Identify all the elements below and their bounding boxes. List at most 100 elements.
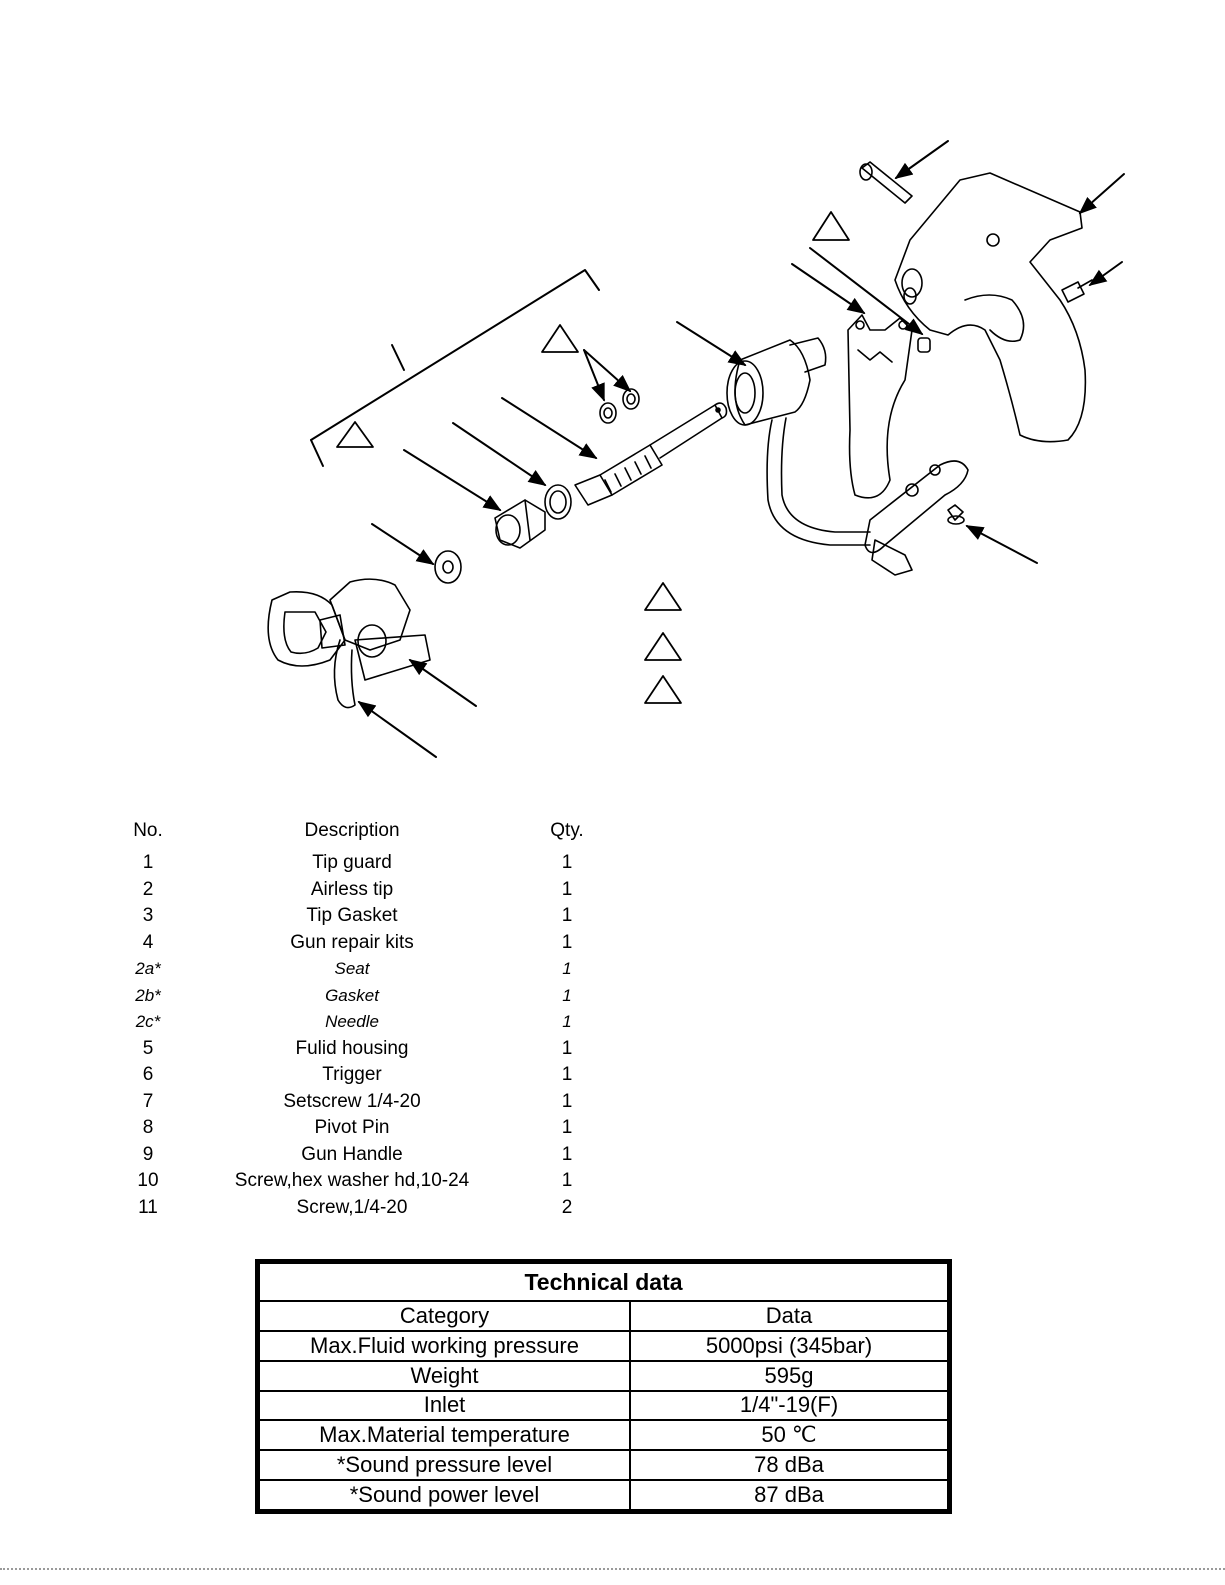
technical-data-title: Technical data	[258, 1262, 949, 1302]
tech-row: *Sound power level 87 dBa	[258, 1479, 949, 1511]
trigger-drawing	[847, 314, 913, 499]
parts-row: 3 Tip Gasket 1	[100, 903, 620, 930]
part-description: Setscrew 1/4-20	[283, 1090, 421, 1112]
pivot-pin-drawing	[859, 161, 913, 204]
part-description: Screw,1/4-20	[296, 1196, 408, 1218]
part-qty: 1	[562, 1012, 572, 1031]
tech-header-data: Data	[629, 1300, 949, 1332]
tech-header-category: Category	[258, 1300, 631, 1332]
parts-row: 11 Screw,1/4-20 2	[100, 1195, 620, 1222]
part-no: 7	[142, 1090, 154, 1112]
part-qty: 1	[561, 1170, 573, 1191]
o-rings-drawing	[599, 388, 640, 424]
part-no: 4	[142, 931, 154, 953]
part-qty: 1	[562, 985, 572, 1005]
part-qty: 1	[561, 878, 573, 900]
part-qty: 1	[561, 852, 573, 873]
part-description: Gun Handle	[301, 1143, 403, 1165]
triangle-marker-3	[812, 211, 850, 241]
gun-handle-drawing	[894, 172, 1087, 443]
tech-category: *Sound pressure level	[258, 1449, 631, 1482]
parts-list-header: No. Description Qty.	[100, 820, 620, 850]
parts-subrow: 2c* Needle 1	[100, 1009, 620, 1036]
part-qty: 1	[562, 959, 572, 978]
tech-value: 5000psi (345bar)	[629, 1329, 949, 1362]
tech-category: Weight	[258, 1359, 631, 1392]
parts-row: 7 Setscrew 1/4-20 1	[100, 1089, 620, 1116]
page-footer-divider	[0, 1568, 1225, 1570]
part-no: 10	[137, 1170, 159, 1191]
part-no: 2b*	[135, 985, 161, 1005]
tech-row: Inlet 1/4"-19(F)	[258, 1389, 949, 1422]
parts-row: 1 Tip guard 1	[100, 850, 620, 877]
tech-value: 595g	[629, 1359, 949, 1392]
part-description: Airless tip	[310, 878, 394, 900]
parts-row: 5 Fulid housing 1	[100, 1036, 620, 1063]
caution-triangles	[336, 211, 850, 704]
parts-row: 10 Screw,hex washer hd,10-24 1	[100, 1168, 620, 1195]
parts-row: 4 Gun repair kits 1	[100, 930, 620, 957]
part-no: 2a*	[135, 959, 161, 978]
tech-row: Max.Material temperature 50 ℃	[258, 1419, 949, 1452]
part-no: 11	[138, 1196, 158, 1218]
part-description: Needle	[325, 1012, 379, 1031]
part-no: 5	[142, 1037, 154, 1059]
part-no: 8	[142, 1117, 154, 1138]
exploded-view-diagram	[267, 140, 1125, 758]
tech-row: *Sound pressure level 78 dBa	[258, 1449, 949, 1482]
repair-kit-bracket	[310, 269, 600, 467]
tech-category: Max.Material temperature	[258, 1419, 631, 1452]
part-description: Gasket	[325, 985, 379, 1005]
parts-row: 6 Trigger 1	[100, 1062, 620, 1089]
tech-value: 78 dBa	[629, 1449, 949, 1482]
part-no: 1	[142, 852, 154, 873]
tech-row: Weight 595g	[258, 1359, 949, 1392]
needle-drawing	[574, 402, 728, 506]
part-qty: 2	[561, 1196, 573, 1218]
part-description: Screw,hex washer hd,10-24	[234, 1170, 470, 1191]
header-qty: Qty.	[550, 820, 584, 841]
tech-value: 87 dBa	[629, 1479, 949, 1511]
tech-category: Max.Fluid working pressure	[258, 1329, 631, 1362]
parts-row: 9 Gun Handle 1	[100, 1142, 620, 1169]
tip-guard-drawing	[267, 578, 431, 709]
parts-list: No. Description Qty. 1 Tip guard 1 2 Air…	[100, 820, 620, 1221]
inlet-swivel-drawing	[864, 460, 969, 576]
part-no: 3	[142, 905, 154, 926]
parts-subrow: 2a* Seat 1	[100, 956, 620, 983]
parts-row: 8 Pivot Pin 1	[100, 1115, 620, 1142]
legend-triangle-2	[644, 632, 682, 661]
part-qty: 1	[561, 1037, 573, 1059]
part-description: Seat	[334, 959, 370, 978]
technical-data-table: Technical data Category Data Max.Fluid w…	[255, 1259, 952, 1514]
tech-value: 50 ℃	[629, 1419, 949, 1452]
tech-row: Max.Fluid working pressure 5000psi (345b…	[258, 1329, 949, 1362]
part-qty: 1	[561, 905, 573, 926]
fluid-housing-drawing	[726, 337, 871, 546]
part-no: 9	[142, 1143, 154, 1165]
legend-triangle-1	[644, 582, 682, 611]
tip-gasket-drawing	[434, 550, 462, 584]
seat-drawing	[494, 499, 546, 549]
part-no: 2c*	[135, 1012, 161, 1031]
tech-value: 1/4"-19(F)	[629, 1389, 949, 1422]
tech-category: *Sound power level	[258, 1479, 631, 1511]
part-qty: 1	[561, 1090, 573, 1112]
parts-row: 2 Airless tip 1	[100, 877, 620, 904]
part-description: Gun repair kits	[290, 931, 414, 953]
part-description: Tip Gasket	[306, 905, 398, 926]
header-no: No.	[133, 820, 163, 841]
part-no: 6	[142, 1064, 154, 1085]
part-no: 2	[142, 878, 154, 900]
handle-screw-drawing	[1061, 279, 1093, 303]
setscrew-drawing	[917, 337, 931, 353]
gasket-drawing	[544, 484, 572, 520]
part-qty: 1	[561, 1117, 573, 1138]
triangle-marker-2	[541, 324, 579, 353]
part-description: Trigger	[322, 1064, 382, 1085]
part-description: Tip guard	[312, 852, 392, 873]
part-qty: 1	[561, 1064, 573, 1085]
triangle-marker-1	[336, 421, 374, 448]
legend-triangle-3	[644, 675, 682, 704]
header-description: Description	[304, 820, 400, 841]
